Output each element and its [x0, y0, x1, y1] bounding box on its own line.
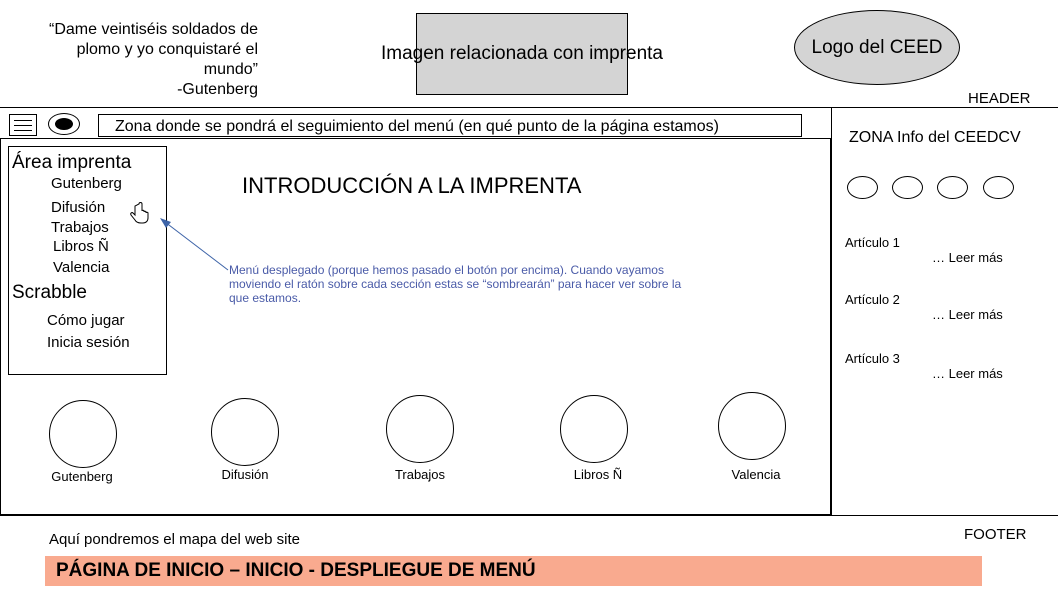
dropdown-item-inicia-sesion[interactable]: Inicia sesión [47, 334, 130, 351]
section-circle-libros[interactable] [560, 395, 628, 463]
hand-cursor-icon [130, 202, 149, 224]
article-title-2[interactable]: Artículo 2 [845, 292, 900, 307]
image-placeholder [416, 13, 628, 95]
gutenberg-quote: “Dame veintiséis soldados de plomo y yo … [20, 20, 258, 100]
quote-line: -Gutenberg [177, 81, 258, 98]
section-circle-trabajos[interactable] [386, 395, 454, 463]
section-circle-gutenberg[interactable] [49, 400, 117, 468]
social-circle-4[interactable] [983, 176, 1014, 199]
eye-pupil [55, 118, 73, 130]
logo[interactable]: Logo del CEED [794, 10, 960, 85]
circle-label-difusion: Difusión [221, 467, 269, 482]
article-read-more-2[interactable]: … Leer más [932, 307, 1003, 322]
dropdown-menu [8, 146, 167, 375]
social-circle-3[interactable] [937, 176, 968, 199]
article-read-more-3[interactable]: … Leer más [932, 366, 1003, 381]
circle-label-valencia: Valencia [731, 467, 781, 482]
article-title-3[interactable]: Artículo 3 [845, 351, 900, 366]
dropdown-item-valencia[interactable]: Valencia [53, 259, 110, 276]
header-label: HEADER [968, 90, 1031, 107]
dropdown-item-difusion[interactable]: Difusión [51, 199, 106, 216]
footer-divider [0, 515, 1058, 516]
main-content [0, 138, 831, 515]
quote-line: plomo y yo conquistaré el [76, 41, 258, 58]
page-title: INTRODUCCIÓN A LA IMPRENTA [242, 173, 582, 198]
image-placeholder-label: Imagen relacionada con imprenta [380, 43, 663, 64]
section-circle-valencia[interactable] [718, 392, 786, 460]
hamburger-menu-icon[interactable] [9, 114, 37, 136]
circle-label-libros: Libros Ñ [573, 467, 623, 482]
annotation-arrow-icon [160, 218, 229, 271]
quote-line: mundo” [203, 61, 258, 78]
dropdown-item-trabajos[interactable]: Trabajos [51, 219, 109, 236]
article-read-more-1[interactable]: … Leer más [932, 250, 1003, 265]
annotation-note: Menú desplegado (porque hemos pasado el … [229, 263, 682, 305]
sidebar-title: ZONA Info del CEEDCV [849, 129, 1021, 146]
dropdown-section-imprenta[interactable]: Área imprenta [12, 152, 132, 173]
menu-tracking-bar: Zona donde se pondrá el seguimiento del … [98, 114, 802, 137]
dropdown-item-como-jugar[interactable]: Cómo jugar [47, 312, 125, 329]
article-title-1[interactable]: Artículo 1 [845, 235, 900, 250]
sidebar-divider [831, 107, 832, 516]
footer-label: FOOTER [964, 526, 1027, 543]
section-circle-difusion[interactable] [211, 398, 279, 466]
dropdown-section-scrabble[interactable]: Scrabble [12, 282, 87, 303]
dropdown-item-libros[interactable]: Libros Ñ [53, 238, 109, 255]
quote-line: “Dame veintiséis soldados de [49, 21, 258, 38]
social-circle-2[interactable] [892, 176, 923, 199]
header-divider [0, 107, 1058, 108]
circle-label-gutenberg: Gutenberg [51, 469, 113, 484]
eye-icon[interactable] [48, 113, 80, 135]
page-banner: PÁGINA DE INICIO – INICIO - DESPLIEGUE D… [45, 556, 982, 586]
circle-label-trabajos: Trabajos [394, 467, 446, 482]
sitemap-text: Aquí pondremos el mapa del web site [49, 531, 300, 548]
social-circle-1[interactable] [847, 176, 878, 199]
logo-label: Logo del CEED [811, 36, 943, 58]
dropdown-item-gutenberg[interactable]: Gutenberg [51, 175, 122, 192]
